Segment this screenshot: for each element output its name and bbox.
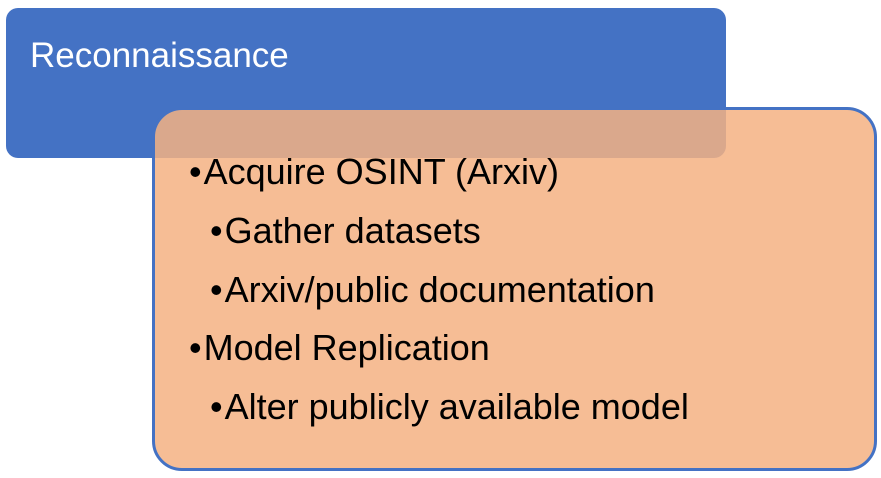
bullet-item: •Arxiv/public documentation	[210, 268, 655, 312]
title-label: Reconnaissance	[30, 36, 289, 75]
bullet-item: •Model Replication	[189, 326, 490, 370]
bullet-item: •Gather datasets	[210, 209, 481, 253]
bullet-text: Model Replication	[203, 327, 490, 368]
bullet-marker: •	[210, 269, 223, 310]
bullet-item: •Acquire OSINT (Arxiv)	[189, 150, 559, 194]
bullet-text: Arxiv/public documentation	[224, 269, 655, 310]
bullet-text: Acquire OSINT (Arxiv)	[203, 151, 560, 192]
bullet-list: •Acquire OSINT (Arxiv) •Gather datasets …	[155, 110, 874, 468]
bullet-text: Gather datasets	[224, 210, 481, 251]
bullet-marker: •	[189, 151, 202, 192]
content-box: •Acquire OSINT (Arxiv) •Gather datasets …	[152, 107, 877, 471]
bullet-text: Alter publicly available model	[224, 386, 689, 427]
bullet-marker: •	[189, 327, 202, 368]
bullet-item: •Alter publicly available model	[210, 385, 689, 429]
bullet-marker: •	[210, 210, 223, 251]
bullet-marker: •	[210, 386, 223, 427]
